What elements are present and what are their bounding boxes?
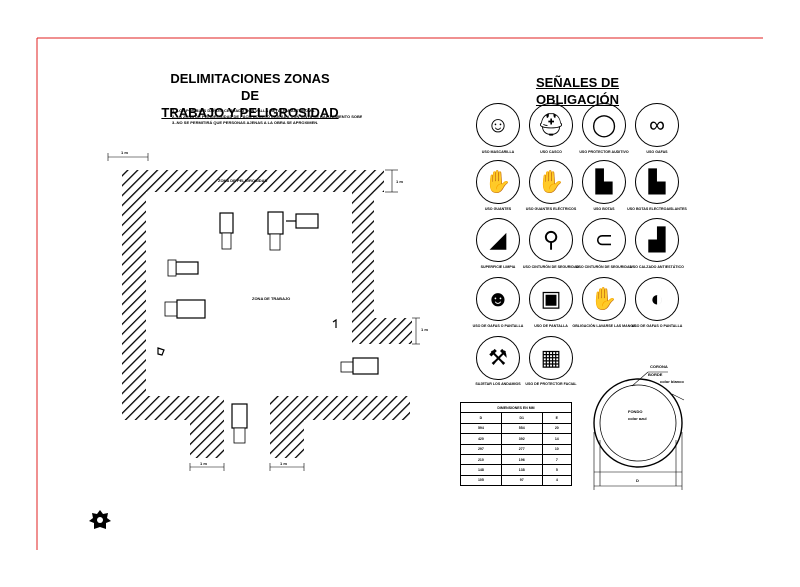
table-header: D [460,412,502,424]
sign-label-15: USO DE GAFAS O PANTALLA [631,324,683,328]
safety-notes: 1.-LOS POSIBLES DAÑOS, CERRADO CON VALLA… [172,108,362,126]
sign-label-10: USO CINTURÓN DE SEGURIDAD [575,265,633,269]
company-logo-icon [89,510,111,529]
table-cell: 97 [500,474,543,487]
table-row: 297 277 10 [460,443,573,455]
table-cell: 7 [541,453,573,466]
table-row: 105 97 4 [460,474,573,487]
lumbar-belt-icon: ⊂ [582,218,626,262]
sign-label-16: SUJETAR LOS ANDAMIOS [475,382,521,386]
work-zone-label: ZONA DE TRABAJO [252,296,291,301]
table-cell: 196 [500,453,543,466]
d-dimension-label: D [636,478,639,483]
borde-label: BORDE [648,372,663,377]
table-cell: 420 [460,433,502,445]
table-cell: 594 [460,422,502,435]
electrical-boots-icon: ▙ [635,160,679,204]
table-row: 210 196 7 [460,453,573,466]
table-cell: 277 [500,443,543,455]
dimensions-table-title: DIMENSIONES EN MM [460,401,572,414]
safety-belt-icon: ⚲ [529,218,573,262]
sign-label-3: USO GAFAS [646,150,668,154]
fence-icon: ▦ [529,336,573,380]
boots-icon: ▙ [582,160,626,204]
color-blanco-label: color blanco [660,379,684,384]
table-cell: 20 [541,422,573,435]
table-cell: 10 [541,443,573,455]
sign-label-5: USO GUANTES ELÉCTRICOS [525,207,577,211]
table-cell: 297 [460,443,502,455]
dim-label-top-right: 1 m [396,179,403,184]
delimitaciones-title: DELIMITACIONES ZONAS DE TRABAJO Y PELIGR… [160,70,340,121]
dim-label-bottom-right: 1 m [280,461,287,466]
sign-label-14: OBLIGACIÓN LAVARSE LAS MANOS [572,324,636,328]
table-cell: 14 [541,433,573,445]
gloves-icon: ✋ [476,160,520,204]
sign-label-7: USO BOTAS ELECTROAISLANTES [627,207,687,211]
sign-label-6: USO BOTAS [593,207,615,211]
sign-label-2: USO PROTECTOR AUDITIVO [579,150,629,154]
fondo-label: FONDO [628,409,643,414]
table-cell: 148 [460,464,502,476]
table-cell: 105 [460,474,502,487]
sign-label-12: USO DE GAFAS O PANTALLA [472,324,524,328]
note-2: 2.-LA ZONA DE PELIGROSIDAD DE FÁCIL ACCE… [172,114,362,119]
sign-label-4: USO GUANTES [484,207,512,211]
table-row: 148 138 5 [460,464,573,476]
sign-label-13: USO DE PANTALLA [534,324,568,328]
table-cell: 5 [541,464,573,476]
table-row: 594 554 20 [460,422,573,435]
helmet-icon: ⛑ [529,103,573,147]
sign-label-1: USO CASCO [540,150,562,154]
sign-label-8: SUPERFICIE LIMPIA [480,265,516,269]
sign-label-17: USO DE PROTECTOR FACIAL [525,382,577,386]
dim-label-right: 1 m [421,327,428,332]
insulating-gloves-icon: ✋ [529,160,573,204]
table-cell: 392 [500,433,543,445]
safety-footwear-icon: ▟ [635,218,679,262]
hand-wash-icon: ✋ [582,277,626,321]
color-azul-label: color azul [628,416,647,421]
table-header: E [541,412,573,424]
hazard-zone-label: ZONA DE PELIGROSIDAD [218,178,268,183]
clean-surface-icon: ◢ [476,218,520,262]
senales-title: SEÑALES DE OBLIGACIÓN [535,75,620,107]
mask-icon: ☺ [476,103,520,147]
welding-screen-icon: ▣ [529,277,573,321]
note-1: 1.-LOS POSIBLES DAÑOS, CERRADO CON VALLA… [172,108,316,113]
table-row: 420 392 14 [460,433,573,445]
goggles-icon: ∞ [635,103,679,147]
table-cell: 138 [500,464,543,476]
delimitaciones-title-line1: DELIMITACIONES ZONAS DE [170,71,330,103]
circle-detail-drawing [593,371,685,490]
sign-label-11: USO CALZADO ANTIESTÁTICO [630,265,684,269]
corona-label: CORONA [650,364,668,369]
sign-label-0: USO MASCARILLA [481,150,515,154]
table-header: D1 [500,412,543,424]
table-cell: 4 [541,474,573,487]
screen-goggles-icon: ◐ [635,277,679,321]
dimensions-table: DIMENSIONES EN MM D D1 E 594 554 20 420 … [460,401,573,487]
dimension-marks [107,153,420,471]
scaffold-icon: ⚒ [476,336,520,380]
table-cell: 210 [460,453,502,466]
note-3: 3.-NO SE PERMITIRÁ QUE PERSONAS AJENAS A… [172,120,319,125]
hazard-zone [122,170,412,458]
dim-label-bottom-left: 1 m [200,461,207,466]
table-cell: 554 [500,422,543,435]
ear-protector-icon: ◯ [582,103,626,147]
delimitaciones-title-line2: TRABAJO Y PELIGROSIDAD [161,105,339,120]
machinery [157,211,379,444]
sign-label-9: USO CINTURÓN DE SEGURIDAD [522,265,580,269]
face-shield-icon: ☻ [476,277,520,321]
dim-label-top-left: 1 m [121,150,128,155]
